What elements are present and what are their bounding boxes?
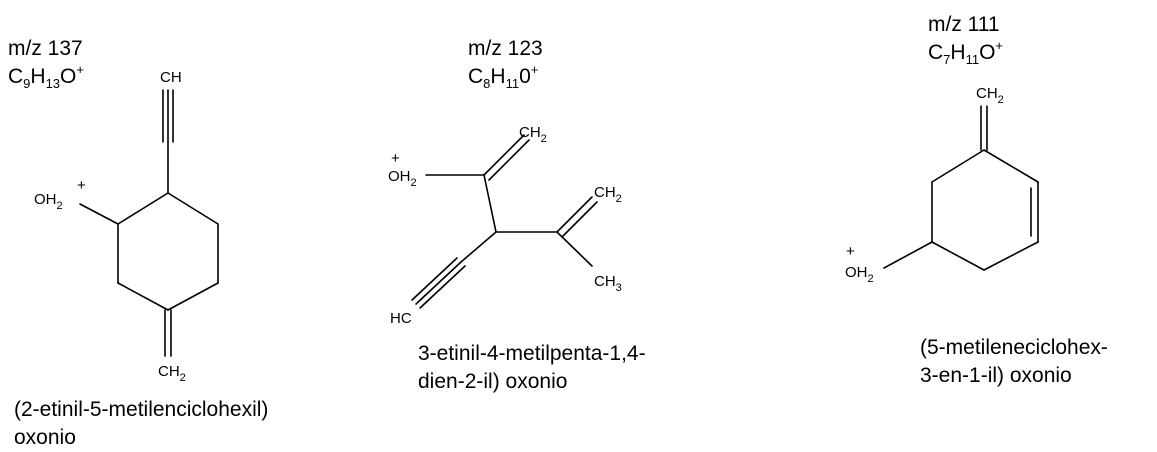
- ring-bond-3c: [983, 241, 1039, 271]
- structure-1: CH OH2 + CH2: [34, 69, 219, 384]
- ring-bond-1a: [167, 192, 219, 225]
- mz-label-1: m/z 137: [8, 37, 83, 60]
- mz-label-3: m/z 111: [928, 13, 1000, 36]
- ring-bond-1c: [167, 282, 219, 311]
- structure-3: CH2 + OH2: [845, 85, 1039, 285]
- hc-label-2: HC: [390, 310, 412, 327]
- double-bond-2b: [488, 139, 530, 181]
- ch2-label-1: CH2: [158, 363, 186, 384]
- compound-name-1: (2-etinil-5-metilenciclohexil) oxonio: [14, 398, 269, 449]
- ch-label-1: CH: [160, 69, 182, 86]
- ch2-label-3: CH2: [976, 85, 1004, 106]
- ring-bond-3d: [931, 241, 985, 271]
- plus-charge-2: +: [391, 150, 400, 167]
- compound-name-3: (5-metileneciclohex- 3-en-1-il) oxonio: [920, 336, 1108, 387]
- double-bond-2a: [483, 134, 525, 176]
- oh2-bond-1: [79, 203, 119, 225]
- oh2-bond-3: [883, 241, 933, 269]
- triple-bond-2b: [419, 265, 466, 309]
- double-bond-2c: [556, 196, 593, 233]
- oh2-label-2: OH2: [388, 168, 417, 189]
- bond-c2-c3: [483, 174, 497, 233]
- ch3-label-2: CH3: [594, 273, 622, 294]
- plus-charge-1: +: [77, 177, 86, 194]
- plus-charge-3: +: [846, 243, 855, 260]
- triple-bond-2a: [415, 261, 462, 305]
- double-bond-2d: [561, 201, 598, 238]
- ch2a-label-2: CH2: [519, 124, 547, 145]
- formula-2: C8H110+: [468, 62, 539, 91]
- formula-1: C9H13O+: [8, 62, 84, 91]
- oh2-label-3: OH2: [845, 264, 874, 285]
- mz-label-2: m/z 123: [468, 37, 543, 60]
- ring-bond-3a: [983, 149, 1039, 183]
- ring-bond-1d: [117, 282, 169, 311]
- ring-bond-3f: [931, 149, 985, 183]
- bond-c4-ch3: [556, 231, 593, 267]
- oh2-label-1: OH2: [34, 191, 63, 212]
- compound-name-2: 3-etinil-4-metilpenta-1,4- dien-2-il) ox…: [418, 342, 646, 393]
- structure-2: + OH2 CH2 CH2 CH3 HC: [388, 124, 622, 327]
- triple-bond-2c: [411, 257, 458, 301]
- ch2b-label-2: CH2: [594, 184, 622, 205]
- ring-bond-1f: [117, 192, 169, 225]
- alkyne-stub-2: [460, 231, 497, 263]
- formula-3: C7H11O+: [928, 38, 1004, 67]
